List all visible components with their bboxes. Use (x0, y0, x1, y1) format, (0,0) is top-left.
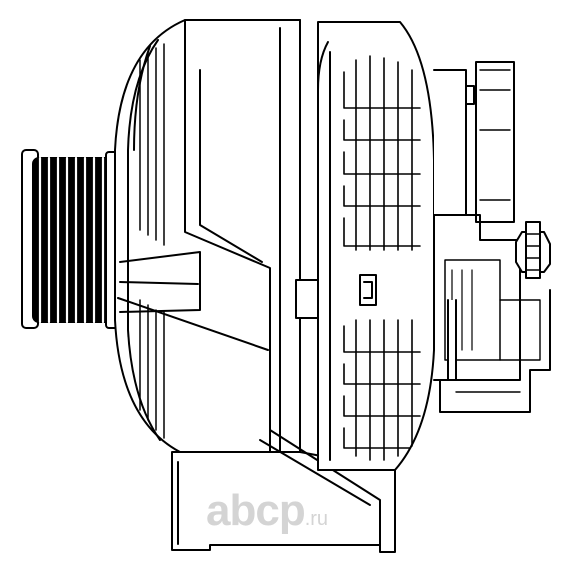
watermark-logo: abcp.ru (206, 486, 328, 536)
terminal-stud (515, 221, 551, 279)
pulley (21, 149, 119, 329)
watermark-tld-text: .ru (304, 508, 329, 530)
watermark-main-text: abcp (206, 486, 306, 535)
rear-housing (317, 21, 435, 471)
regulator-block (433, 61, 551, 413)
front-housing (114, 19, 319, 453)
